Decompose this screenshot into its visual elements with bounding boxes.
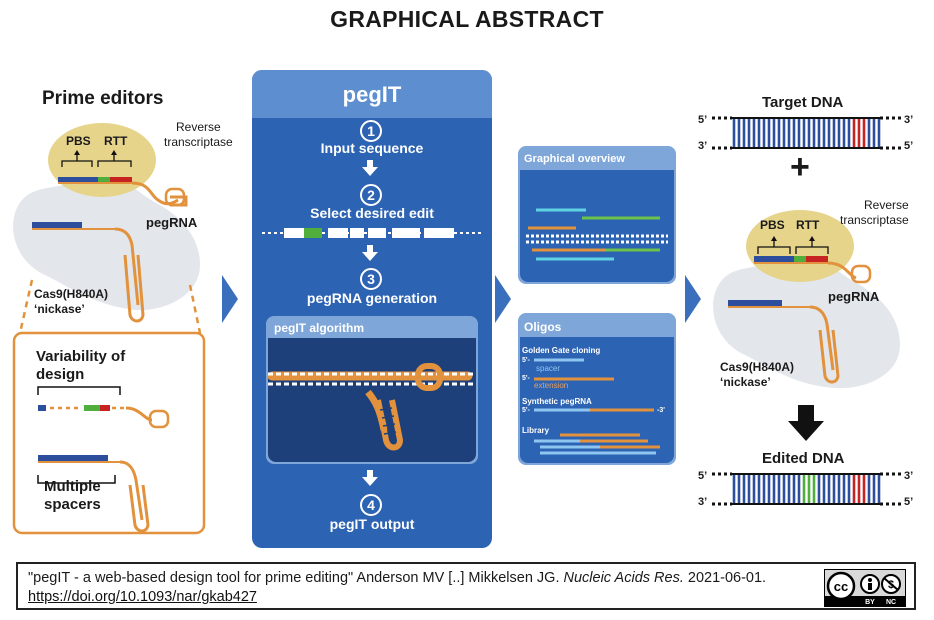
multiple-spacers-label: Multiple spacers [44,478,101,513]
flow-arrow-1 [222,275,238,323]
citation-box: "pegIT - a web-based design tool for pri… [16,562,916,610]
pegit-header: pegIT [342,82,402,107]
edited-dna-label: Edited DNA [762,450,845,467]
prime-editor-illustration [12,123,206,535]
cas9-blob [13,175,200,311]
library-label: Library [522,426,550,435]
rtt-label-left: RTT [104,134,128,148]
step-1-label: Input sequence [320,140,424,156]
svg-text:NC: NC [886,599,896,606]
cas9-label-right: Cas9(H840A) ‘nickase’ [720,360,795,389]
prime-editors-heading: Prime editors [42,88,164,109]
spacer-prefix: 5'- [522,357,530,364]
extension-prefix: 5'- [522,375,530,382]
synthetic-suffix: -3' [657,407,665,414]
target-dna [712,116,902,150]
pegit-header-bar [252,70,492,118]
target-3prime-bottom: 5’ [904,140,914,152]
variability-label: Variability of design [36,348,126,383]
step-3-number: 3 [360,268,382,290]
svg-text:BY: BY [865,599,875,606]
citation-text: "pegIT - a web-based design tool for pri… [28,570,564,586]
algorithm-illustration [268,363,476,451]
graphical-overview-inner [520,170,674,282]
target-5prime-bottom: 3’ [698,140,708,152]
citation-date: 2021-06-01. [683,570,767,586]
oligos-title: Oligos [524,320,562,334]
step-3-label: pegRNA generation [306,290,438,306]
graphical-overview-title: Graphical overview [524,153,625,165]
pegrna-label-right: pegRNA [828,289,880,304]
big-down-arrow [788,405,824,441]
edited-5prime-top: 5’ [698,470,708,482]
synthetic-prefix: 5'- [522,407,530,414]
step-2-label: Select desired edit [310,205,434,221]
down-arrow-2 [362,245,378,261]
graphical-overview-lines [526,208,668,261]
citation-journal: Nucleic Acids Res. [563,570,684,586]
pegrna-label-left: pegRNA [146,215,198,230]
cas9-label-left: Cas9(H840A) ‘nickase’ [34,287,109,316]
cc-by-nc-icon: cc $ BY NC [825,571,905,606]
oligos-lines [534,358,660,455]
flow-arrow-3 [685,275,701,323]
pbs-label-left: PBS [66,134,91,148]
edited-dna [712,472,902,506]
pbs-label-right: PBS [760,218,785,232]
reverse-transcriptase-label-right: Reverse transcriptase [840,198,909,227]
synthetic-pegrna-label: Synthetic pegRNA [522,397,592,406]
doi-link[interactable]: https://doi.org/10.1093/nar/gkab427 [28,589,257,605]
citation-line-1: "pegIT - a web-based design tool for pri… [28,570,766,586]
algorithm-title: pegIT algorithm [274,321,364,335]
sequence-track [262,228,484,238]
target-3prime-top: 3’ [904,114,914,126]
edited-5prime-bottom: 3’ [698,496,708,508]
down-arrow-1 [362,160,378,176]
down-arrow-3 [362,470,378,486]
golden-gate-label: Golden Gate cloning [522,346,601,355]
reverse-transcriptase-ellipse [48,123,156,197]
algorithm-box [266,316,478,464]
page-title: GRAPHICAL ABSTRACT [330,6,604,32]
spacer-label: spacer [536,364,561,373]
step-4-number: 4 [360,494,382,516]
edited-3prime-bottom: 5’ [904,496,914,508]
plus-sign: + [790,148,810,186]
pegrna-strand [131,181,179,206]
extension-label: extension [534,381,569,390]
right-prime-editor [713,210,900,389]
flow-arrow-2 [495,275,511,323]
target-dna-label: Target DNA [762,94,844,111]
pegit-panel: pegIT [252,70,492,548]
edited-3prime-top: 3’ [904,470,914,482]
step-4-label: pegIT output [329,516,415,532]
svg-text:cc: cc [834,579,848,594]
graphical-overview-panel [518,146,676,284]
rtt-label-right: RTT [796,218,820,232]
cc-license-badge[interactable]: cc $ BY NC [824,569,906,607]
step-2-number: 2 [360,184,382,206]
target-5prime-top: 5’ [698,114,708,126]
step-1-number: 1 [360,120,382,142]
cas9-blob-right [713,255,900,389]
reverse-transcriptase-label-left: Reverse transcriptase [164,120,233,149]
